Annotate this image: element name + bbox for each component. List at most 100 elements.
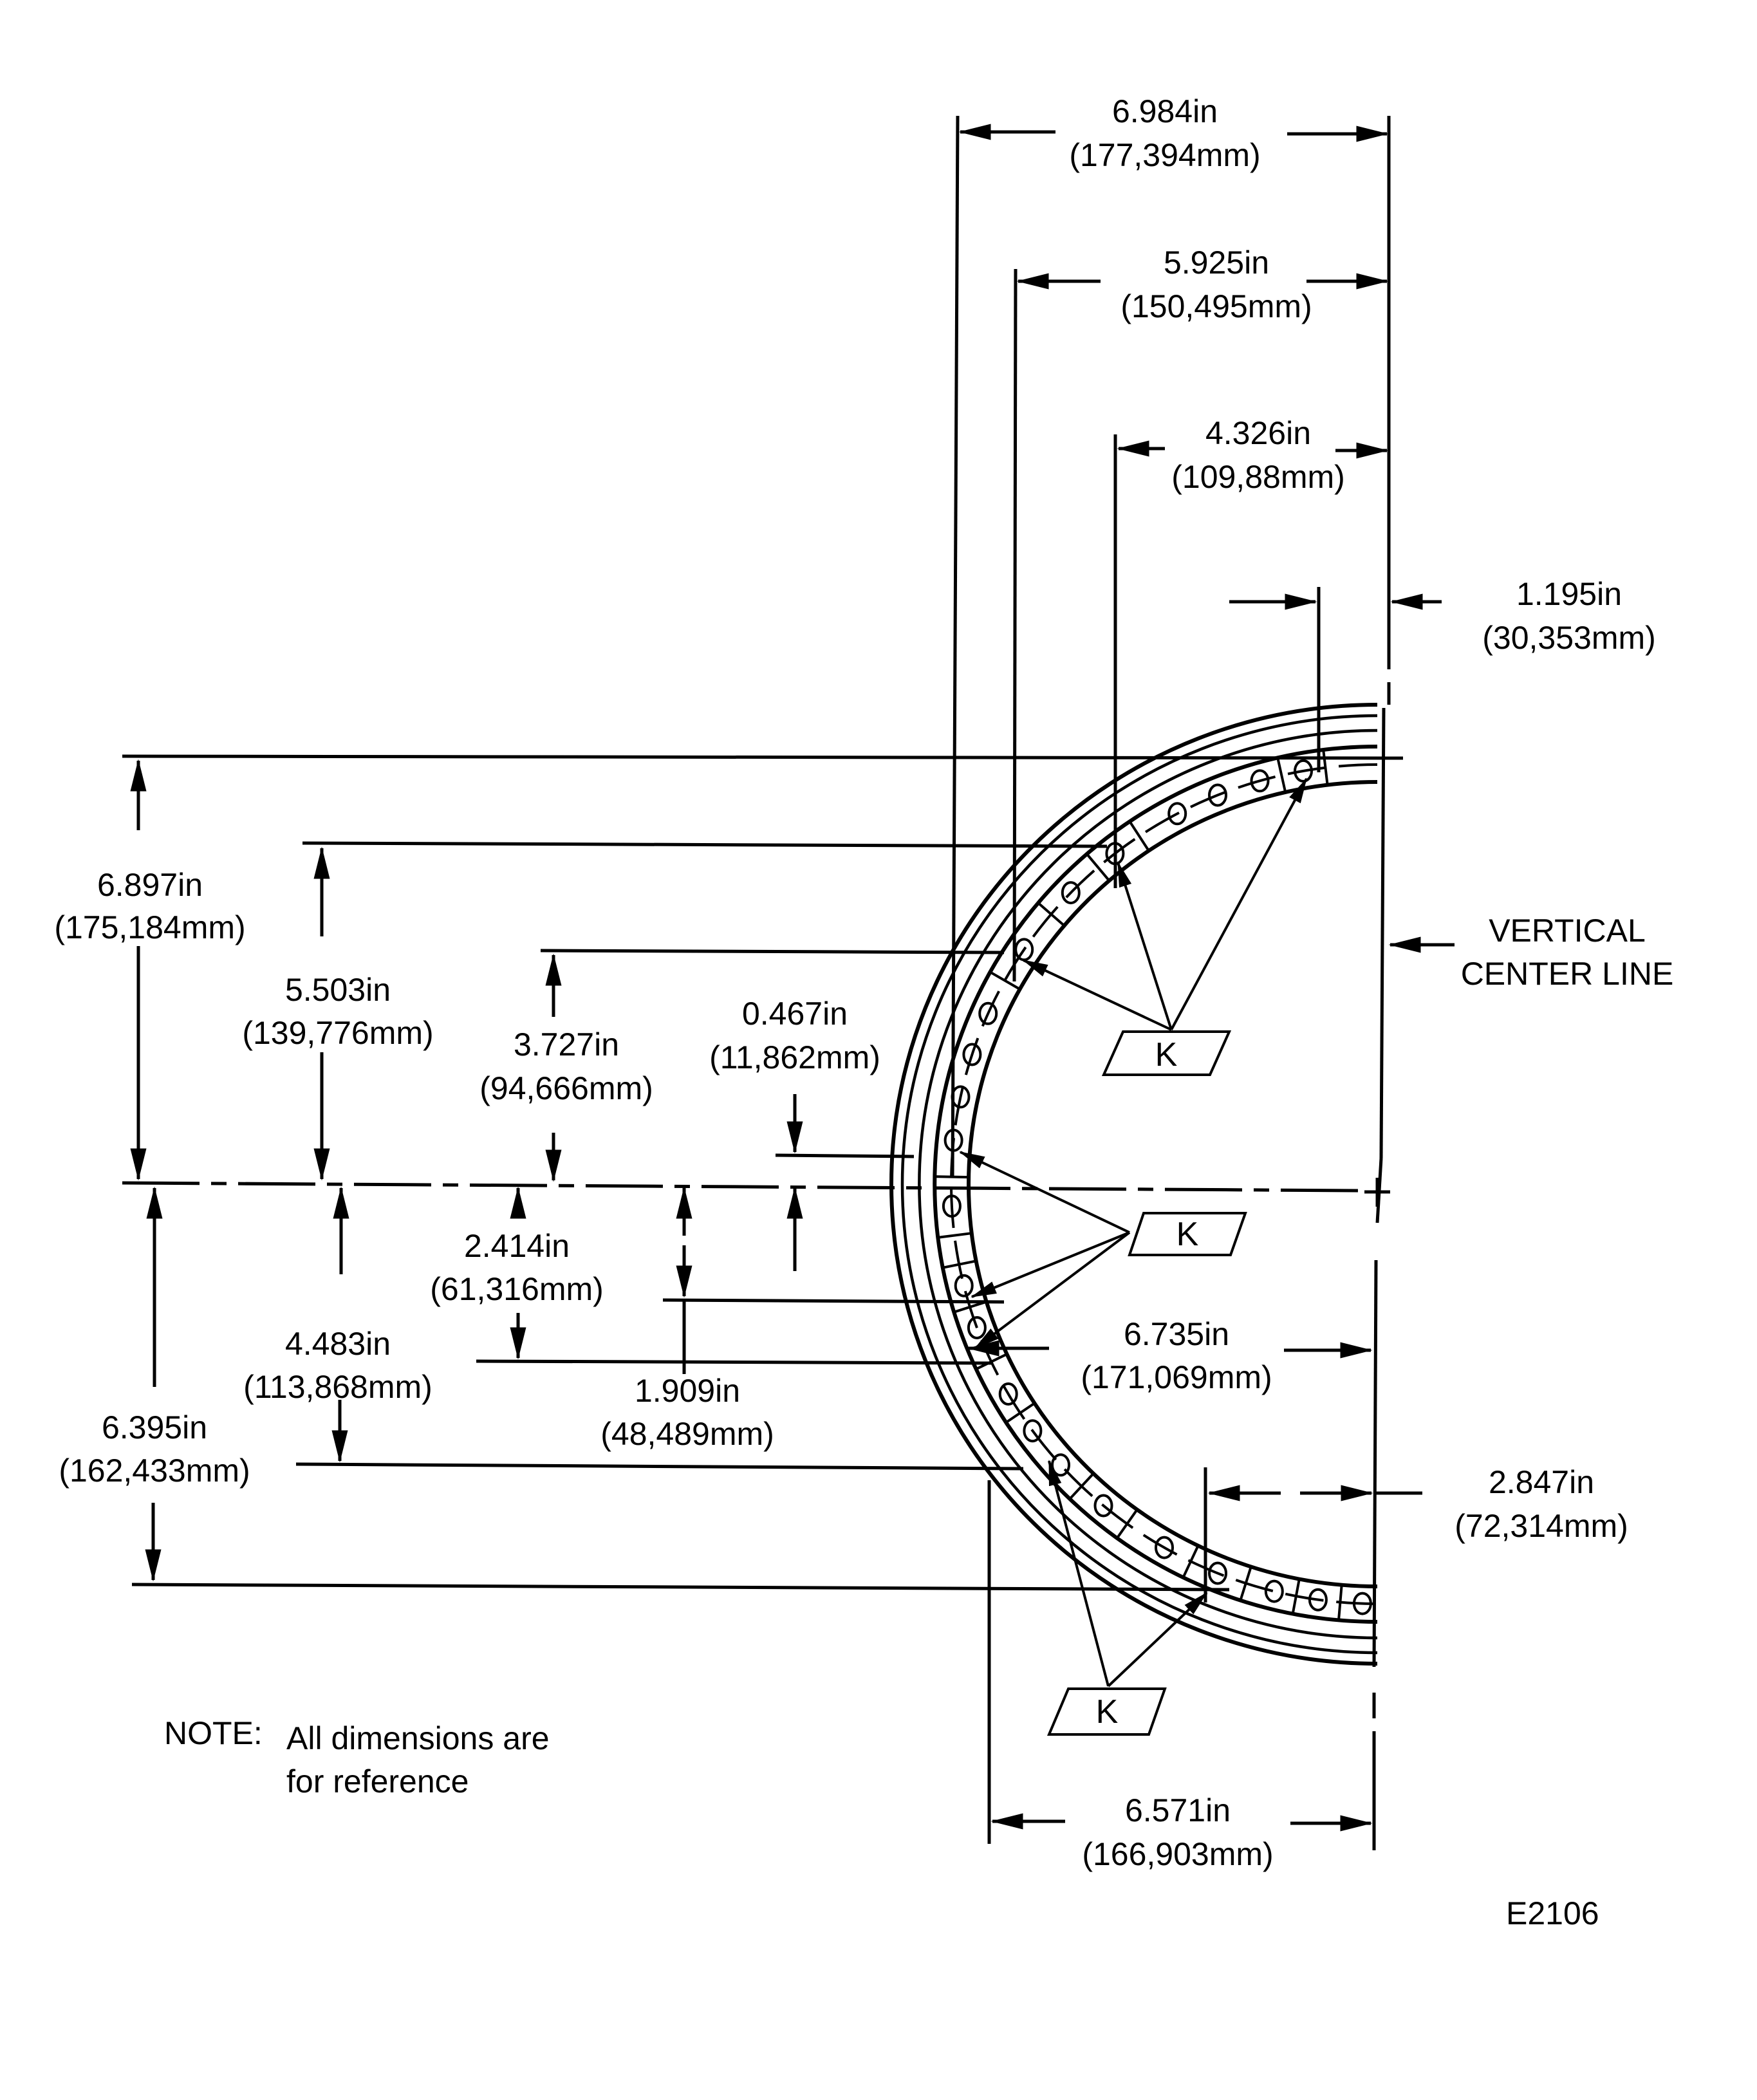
dim-6395-in: 6.395in	[102, 1409, 207, 1445]
ring-cell-divider	[1322, 749, 1329, 785]
vertical-center-line-lower	[1372, 1259, 1378, 1668]
ring-cell-divider	[1037, 902, 1065, 927]
ext-line-6984	[951, 115, 960, 1178]
ring-cell-divider	[1291, 1579, 1301, 1614]
ext-line-5503	[302, 841, 1108, 848]
vertical-center-line-label-1: VERTICAL	[1489, 913, 1646, 949]
ext-line-4483	[295, 1462, 1024, 1471]
dim-4483-mm: (113,868mm)	[243, 1369, 432, 1405]
vertical-center-line-label-2: CENTER LINE	[1461, 956, 1674, 992]
dim-6984-in: 6.984in	[1112, 93, 1218, 129]
ring-cell-divider	[1182, 1545, 1200, 1579]
k-leader-upper-2	[1117, 861, 1173, 1030]
k-leader-middle-1	[959, 1151, 1130, 1234]
ring-cell-divider	[942, 1259, 977, 1269]
dim-2847-in: 2.847in	[1489, 1464, 1594, 1500]
k-callout-middle: K	[959, 1151, 1247, 1350]
dim-3727-in: 3.727in	[514, 1027, 619, 1063]
ring-cell-divider	[1128, 821, 1150, 851]
ring-cell-divider	[953, 1300, 987, 1314]
dim-6395-mm: (162,433mm)	[59, 1453, 250, 1489]
ring-cell-divider	[975, 1353, 1008, 1371]
horizontal-center-line	[122, 1181, 1365, 1193]
vertical-center-line-mid	[1379, 707, 1386, 1159]
bolt-hole	[1155, 1536, 1174, 1559]
dim-4326-in: 4.326in	[1205, 415, 1311, 451]
k-leader-upper-3	[1170, 777, 1308, 1030]
ext-line-2414	[476, 1359, 992, 1365]
dim-5503-in: 5.503in	[285, 972, 391, 1008]
k-leader-lower-2	[1107, 1592, 1208, 1687]
bolt-hole	[978, 1001, 998, 1025]
bolt-hole	[1352, 1592, 1372, 1615]
dim-6571-in: 6.571in	[1125, 1792, 1231, 1828]
dim-1909-mm: (48,489mm)	[600, 1416, 774, 1452]
dim-6897-mm: (175,184mm)	[54, 909, 245, 945]
dim-2847-mm: (72,314mm)	[1455, 1508, 1628, 1544]
dim-1195-mm: (30,353mm)	[1482, 620, 1656, 656]
dim-2414-mm: (61,316mm)	[430, 1271, 604, 1307]
dim-3727-mm: (94,666mm)	[479, 1070, 653, 1106]
ring-cell-divider	[937, 1232, 972, 1239]
bolt-hole	[1208, 783, 1227, 807]
ring-cell-divider	[1005, 1402, 1036, 1424]
dim-0467-mm: (11,862mm)	[709, 1039, 880, 1075]
ring-cell-divider	[1337, 1584, 1343, 1621]
dim-5925-in: 5.925in	[1164, 245, 1269, 281]
bolt-hole	[1061, 881, 1081, 905]
bolt-hole	[962, 1043, 982, 1066]
ring-outer-edge-1	[889, 703, 1378, 1666]
dim-5925-mm: (150,495mm)	[1120, 288, 1312, 324]
figure-id: E2106	[1506, 1895, 1599, 1931]
dim-4483-in: 4.483in	[285, 1326, 391, 1362]
ext-line-5925	[1012, 268, 1018, 982]
k-leader-lower-1	[1048, 1460, 1110, 1687]
dim-5503-mm: (139,776mm)	[242, 1015, 433, 1051]
k-leader-middle-3	[974, 1231, 1131, 1350]
ext-line-1909	[662, 1298, 1005, 1304]
dim-6897-in: 6.897in	[97, 867, 203, 903]
dim-2414-in: 2.414in	[464, 1228, 570, 1264]
ring-cell-divider	[1086, 853, 1110, 882]
bolt-hole	[942, 1194, 962, 1218]
k-box-middle	[1128, 1212, 1247, 1256]
bolt-hole	[1051, 1453, 1070, 1477]
dim-6571-mm: (166,903mm)	[1082, 1836, 1273, 1872]
dim-6984-mm: (177,394mm)	[1069, 137, 1260, 173]
k-leader-middle-2	[971, 1231, 1130, 1298]
note-line-2: for reference	[286, 1763, 469, 1799]
ring-cell-divider	[989, 971, 1021, 990]
bolt-hole	[1208, 1561, 1227, 1585]
ext-line-0467	[775, 1153, 915, 1158]
ring-inner-edge	[967, 780, 1378, 1588]
ring-cell-divider	[1239, 1566, 1252, 1601]
ext-line-6395	[131, 1583, 1230, 1592]
bolt-hole	[998, 1382, 1018, 1406]
note-line-1: All dimensions are	[286, 1720, 550, 1756]
dim-1195-in: 1.195in	[1516, 576, 1622, 612]
dim-6735-mm: (171,069mm)	[1081, 1359, 1272, 1395]
k-box-upper	[1101, 1030, 1232, 1076]
k-label-middle: K	[1176, 1216, 1199, 1253]
ring-outer-edge-2	[900, 714, 1378, 1655]
bolt-hole	[1023, 1419, 1043, 1443]
bolt-hole	[1308, 1588, 1328, 1612]
dim-0467-in: 0.467in	[742, 996, 848, 1032]
k-callout-lower: K	[1046, 1460, 1208, 1736]
ext-line-6897	[122, 754, 1404, 760]
bolt-hole	[1264, 1579, 1284, 1603]
ring-mid-edge	[933, 745, 1378, 1624]
k-box-lower	[1046, 1687, 1167, 1736]
bolt-hole	[1167, 802, 1187, 826]
bolt-hole	[1250, 769, 1270, 793]
dim-4326-mm: (109,88mm)	[1171, 459, 1345, 495]
ring-cell-divider	[1068, 1473, 1095, 1500]
ring-segment	[889, 703, 1378, 1666]
dim-6735-in: 6.735in	[1124, 1316, 1229, 1352]
k-callout-upper: K	[1022, 777, 1308, 1076]
bolt-hole	[954, 1274, 974, 1297]
k-label-upper: K	[1155, 1036, 1178, 1073]
ring-cell-divider	[1115, 1509, 1139, 1539]
ring-outer-edge-3	[917, 729, 1378, 1640]
